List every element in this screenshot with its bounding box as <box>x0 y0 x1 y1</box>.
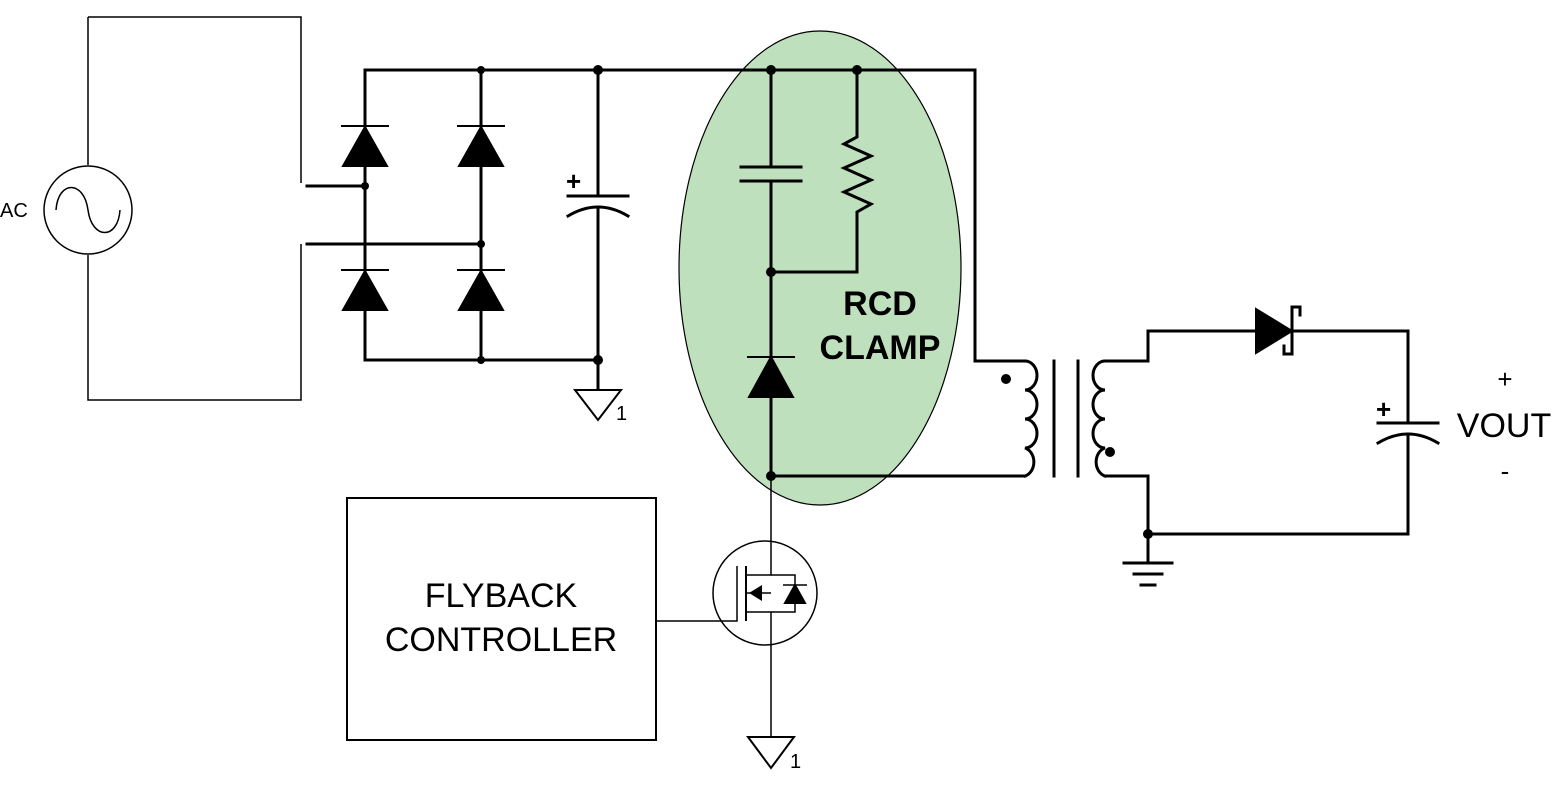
output-capacitor: + <box>1143 394 1441 539</box>
secondary-polarity-dot <box>1105 447 1115 457</box>
ground-triangle-icon <box>746 736 796 770</box>
bridge-diode-bottom-right <box>457 268 505 311</box>
transformer-core <box>1052 359 1080 478</box>
vout-label: VOUT <box>1457 407 1551 445</box>
body-diode-icon <box>783 582 807 604</box>
transformer-primary <box>769 68 1039 478</box>
rcd-clamp-label-line1: RCD <box>843 285 917 323</box>
primary-polarity-dot <box>1001 374 1011 384</box>
bridge-diode-top-right <box>457 124 505 167</box>
ac-source: AC <box>0 16 302 401</box>
fet-ground: 1 <box>746 736 801 773</box>
mosfet-arrow-icon <box>749 585 762 601</box>
ground-fet-label: 1 <box>790 751 801 773</box>
transformer-secondary <box>1091 329 1258 536</box>
secondary-ground <box>1122 532 1174 587</box>
bridge-diode-top-left <box>341 124 389 167</box>
ground-triangle-icon <box>572 389 624 422</box>
vout-minus: - <box>1501 456 1510 486</box>
mosfet-switch <box>657 476 818 737</box>
output-cap-plus: + <box>1376 394 1391 424</box>
flyback-controller: FLYBACK CONTROLLER <box>346 497 657 741</box>
ac-label: AC <box>0 200 28 222</box>
sine-wave-icon <box>55 186 121 234</box>
bridge-rectifier <box>305 66 977 364</box>
bulk-capacitor: + <box>565 65 631 365</box>
bridge-diode-bottom-left <box>341 268 389 311</box>
output-schottky-diode <box>1255 305 1410 425</box>
primary-ground: 1 <box>572 358 627 425</box>
rcd-clamp-highlight <box>678 30 962 506</box>
controller-label-line1: FLYBACK <box>425 577 578 615</box>
vout-plus: + <box>1497 364 1512 394</box>
rcd-clamp-label-line2: CLAMP <box>820 329 941 367</box>
controller-label-line2: CONTROLLER <box>385 621 617 659</box>
bulk-cap-plus: + <box>566 166 581 196</box>
ground-primary-label: 1 <box>616 403 627 425</box>
rcd-clamp: RCD CLAMP <box>739 65 941 481</box>
